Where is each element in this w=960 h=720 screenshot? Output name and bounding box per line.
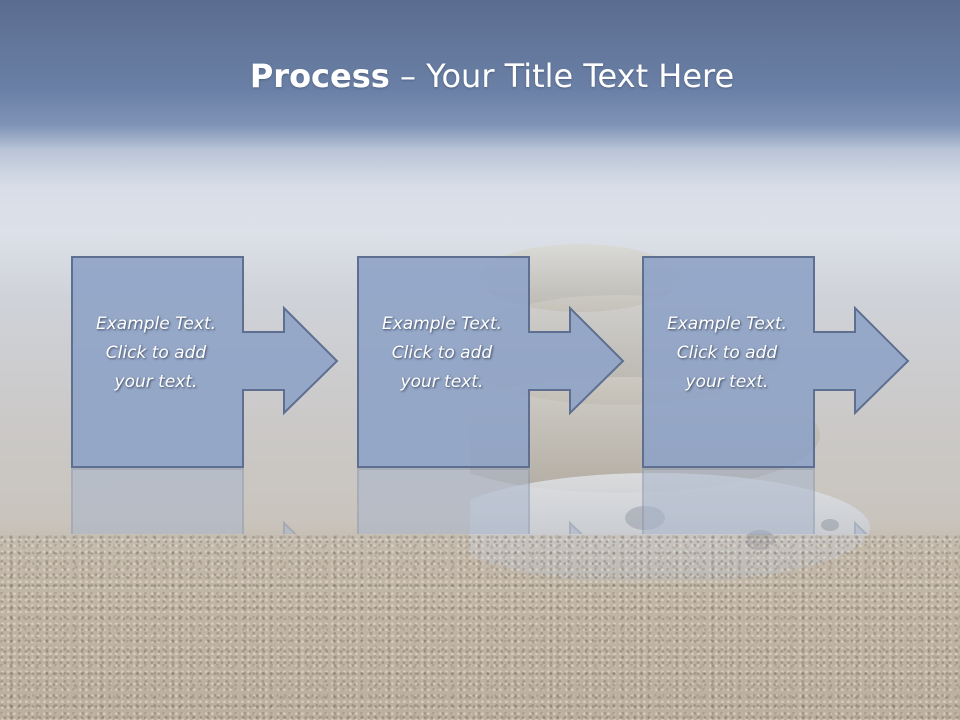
step-text[interactable]: Example Text. Click to add your text. xyxy=(648,310,806,397)
process-step-3[interactable]: Example Text. Click to add your text. xyxy=(642,256,914,468)
slide-title[interactable]: Process – Your Title Text Here xyxy=(0,54,960,98)
step-2-reflection xyxy=(357,468,629,534)
step-line-3: your text. xyxy=(400,372,484,392)
step-line-2: Click to add xyxy=(391,343,493,363)
process-step-2[interactable]: Example Text. Click to add your text. xyxy=(357,256,629,468)
step-1-reflection xyxy=(71,468,343,534)
step-line-3: your text. xyxy=(685,372,769,392)
title-bold-word: Process xyxy=(249,57,390,95)
step-text[interactable]: Example Text. Click to add your text. xyxy=(363,310,521,397)
step-line-1: Example Text. xyxy=(95,314,217,334)
arrow-callout-shape xyxy=(357,256,625,468)
step-line-2: Click to add xyxy=(105,343,207,363)
sand-foreground xyxy=(0,535,960,720)
step-line-1: Example Text. xyxy=(381,314,503,334)
step-text[interactable]: Example Text. Click to add your text. xyxy=(77,310,235,397)
process-step-1[interactable]: Example Text. Click to add your text. xyxy=(71,256,343,468)
title-rest: – Your Title Text Here xyxy=(389,57,735,95)
step-line-2: Click to add xyxy=(676,343,778,363)
step-3-reflection xyxy=(642,468,914,534)
arrow-callout-shape xyxy=(642,256,910,468)
step-line-1: Example Text. xyxy=(666,314,788,334)
arrow-callout-shape xyxy=(71,256,339,468)
step-line-3: your text. xyxy=(114,372,198,392)
